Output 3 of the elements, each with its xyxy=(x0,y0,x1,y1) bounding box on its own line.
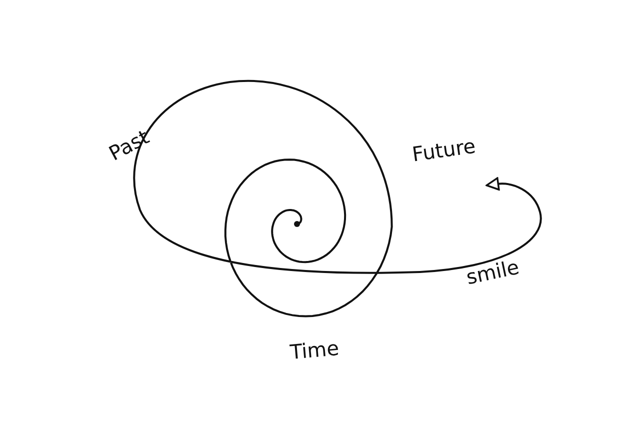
handwritten-label: Time xyxy=(289,338,340,362)
handwritten-label: Future xyxy=(410,136,477,164)
handwritten-label: smile xyxy=(464,256,521,288)
